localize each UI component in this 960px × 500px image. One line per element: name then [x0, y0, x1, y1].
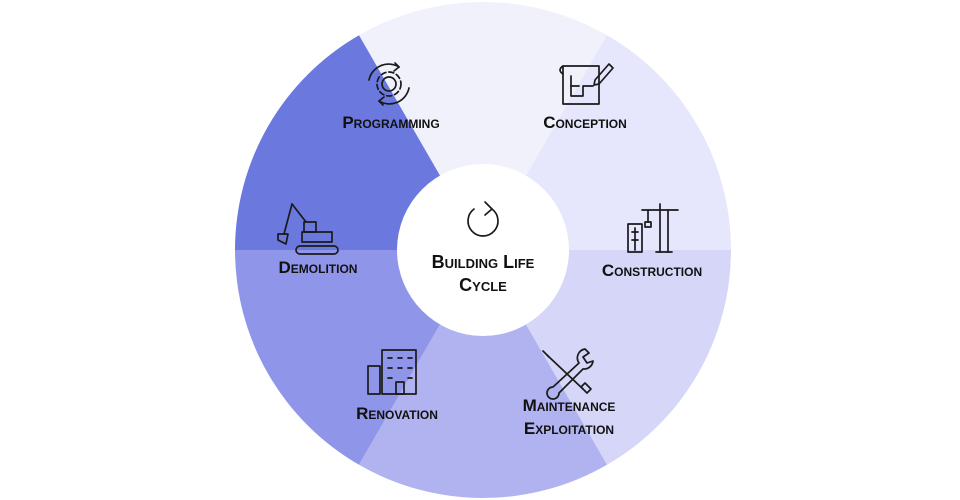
center-title-line2: Cycle [459, 275, 507, 295]
blueprint-pencil-icon [559, 63, 614, 105]
excavator-icon [277, 203, 339, 255]
segment-maintenance [359, 250, 607, 498]
gear-cycle-icon [368, 62, 410, 106]
label-maintenance: Maintenance [523, 396, 616, 415]
label-renovation: Renovation [356, 404, 438, 423]
label-demolition: Demolition [279, 258, 358, 277]
cycle-arrow-icon [467, 201, 499, 237]
crane-building-icon [627, 203, 679, 253]
label-exploitation: Exploitation [524, 419, 614, 438]
segment-programming [359, 2, 607, 251]
label-programming: Programming [342, 113, 439, 132]
center-title-line1: Building Life [432, 252, 535, 272]
label-construction: Construction [602, 261, 702, 280]
wrench-screwdriver-icon [542, 348, 594, 400]
label-conception: Conception [543, 113, 627, 132]
office-building-icon [367, 349, 417, 395]
center-hub [397, 164, 569, 336]
